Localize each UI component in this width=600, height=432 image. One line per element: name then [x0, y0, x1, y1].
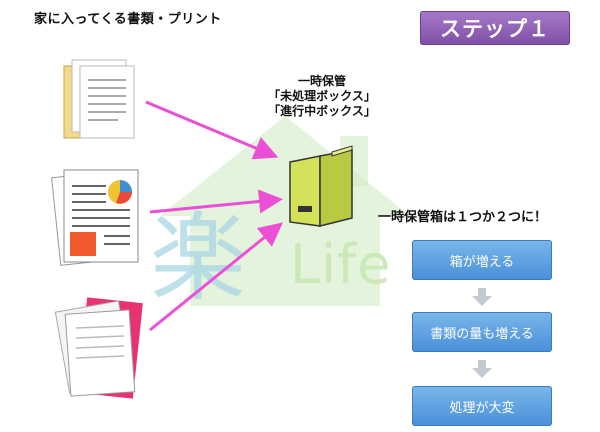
holding-box-in-progress: 「進行中ボックス」 — [268, 104, 376, 118]
page-title: 家に入ってくる書類・プリント — [34, 12, 222, 27]
flow-arrow-2-icon — [472, 360, 492, 378]
arrow-middle — [149, 189, 283, 214]
flow-box-3: 処理が大変 — [412, 386, 552, 426]
pink-folder-icon — [54, 297, 143, 399]
arrow-top — [145, 100, 279, 160]
flow-box-2: 書類の量も増える — [412, 312, 552, 352]
flow-arrow-1-icon — [472, 288, 492, 306]
flow-box-1: 箱が増える — [412, 240, 552, 280]
holding-title: 一時保管 — [297, 74, 346, 88]
file-box-icon — [289, 145, 353, 227]
step-badge: ステップ１ — [420, 11, 570, 45]
folder-papers-icon — [63, 59, 135, 139]
arrow-bottom — [149, 222, 283, 332]
holding-box-unprocessed: 「未処理ボックス」 — [268, 89, 376, 103]
note-text: 一時保管箱は１つか２つに！ — [378, 210, 548, 225]
report-document-icon — [51, 169, 139, 266]
watermark-life: Life — [290, 233, 392, 296]
